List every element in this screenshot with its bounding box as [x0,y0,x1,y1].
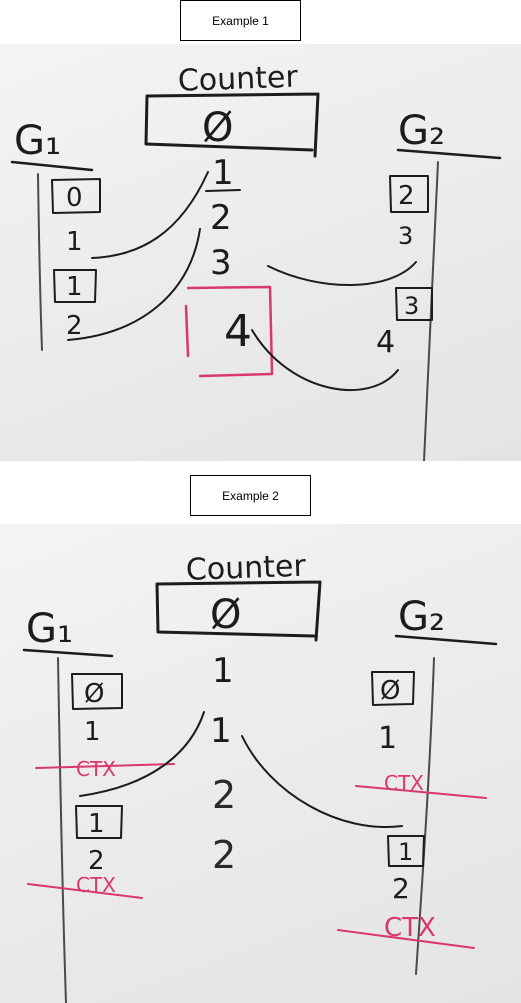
left-context-strike-2 [27,883,143,899]
right-increment-value: 1 [378,721,397,756]
right-increment2-value: 4 [376,325,395,360]
counter-step-2: 2 [210,198,232,238]
counter-value: Ø [210,592,241,638]
arc-right-1 [267,261,417,286]
left-context-switch: CTX [76,757,116,781]
right-read-value: 2 [398,181,415,211]
arc-left-2 [67,228,201,341]
left-increment-value: 1 [66,227,83,257]
right-increment-value: 3 [398,222,413,250]
left-increment-value: 1 [84,717,101,747]
whiteboard-example-2: Counter Ø G₁ G₂ 1 1 2 2 Ø 1 CTX 1 2 CTX … [0,524,521,1003]
right-context-strike [355,785,487,799]
arc-right-1 [241,735,403,828]
right-context-strike-2 [337,929,475,949]
left-increment2-value: 2 [66,311,83,341]
right-read2-box [395,287,433,321]
arc-left-1 [91,171,209,259]
arc-left-1 [79,711,205,797]
counter-step-3: 3 [210,243,232,283]
goroutine-right-label: G₂ [398,108,445,154]
counter-step-2: 1 [210,711,232,751]
left-read-box [51,178,101,214]
counter-step-underline [205,189,241,192]
goroutine-right-timeline [415,657,435,975]
whiteboard-example-1: Counter Ø G₁ G₂ 1 2 3 4 0 1 1 2 2 3 3 4 [0,44,521,461]
counter-value: Ø [202,105,233,151]
counter-box [144,92,320,158]
right-read-box [371,671,415,706]
left-read2-value: 1 [66,272,83,302]
right-read2-box [387,835,425,867]
left-context-strike [35,763,175,769]
counter-step-1: 1 [212,153,234,193]
counter-step-3: 2 [212,773,236,817]
example-1-diagram: Counter Ø G₁ G₂ 1 2 3 4 0 1 1 2 2 3 3 4 [10,60,502,461]
right-context-switch-2: CTX [384,913,436,943]
left-read2-box [53,269,97,303]
highlight-box [184,285,274,378]
left-increment2-value: 2 [88,846,105,876]
left-read2-box [75,805,123,839]
left-read2-value: 1 [88,809,105,839]
right-read-value: Ø [380,676,400,706]
counter-step-1: 1 [212,651,234,691]
goroutine-right-underline [396,148,502,160]
right-increment2-value: 2 [392,872,410,905]
left-read-value: 0 [66,183,83,213]
right-read-box [389,175,429,213]
goroutine-left-timeline [57,657,67,1003]
right-read2-value: 3 [404,292,419,320]
counter-heading: Counter [177,60,299,99]
goroutine-left-label: G₁ [14,118,61,164]
goroutine-right-underline [394,634,498,646]
left-read-box [71,673,123,710]
goroutine-left-label: G₁ [26,606,73,652]
counter-step-4: 2 [212,833,236,877]
example-1-label: Example 1 [180,0,301,41]
goroutine-left-underline [10,160,94,172]
example-2-label: Example 2 [190,475,311,516]
goroutine-left-timeline [37,173,43,351]
example-2-diagram: Counter Ø G₁ G₂ 1 1 2 2 Ø 1 CTX 1 2 CTX … [22,549,498,1003]
left-read-value: Ø [84,679,104,709]
counter-box [155,580,322,642]
arc-right-2 [251,329,399,391]
goroutine-left-underline [22,648,114,658]
right-read2-value: 1 [398,838,413,866]
goroutine-right-label: G₂ [398,594,445,640]
counter-step-4: 4 [224,306,252,357]
